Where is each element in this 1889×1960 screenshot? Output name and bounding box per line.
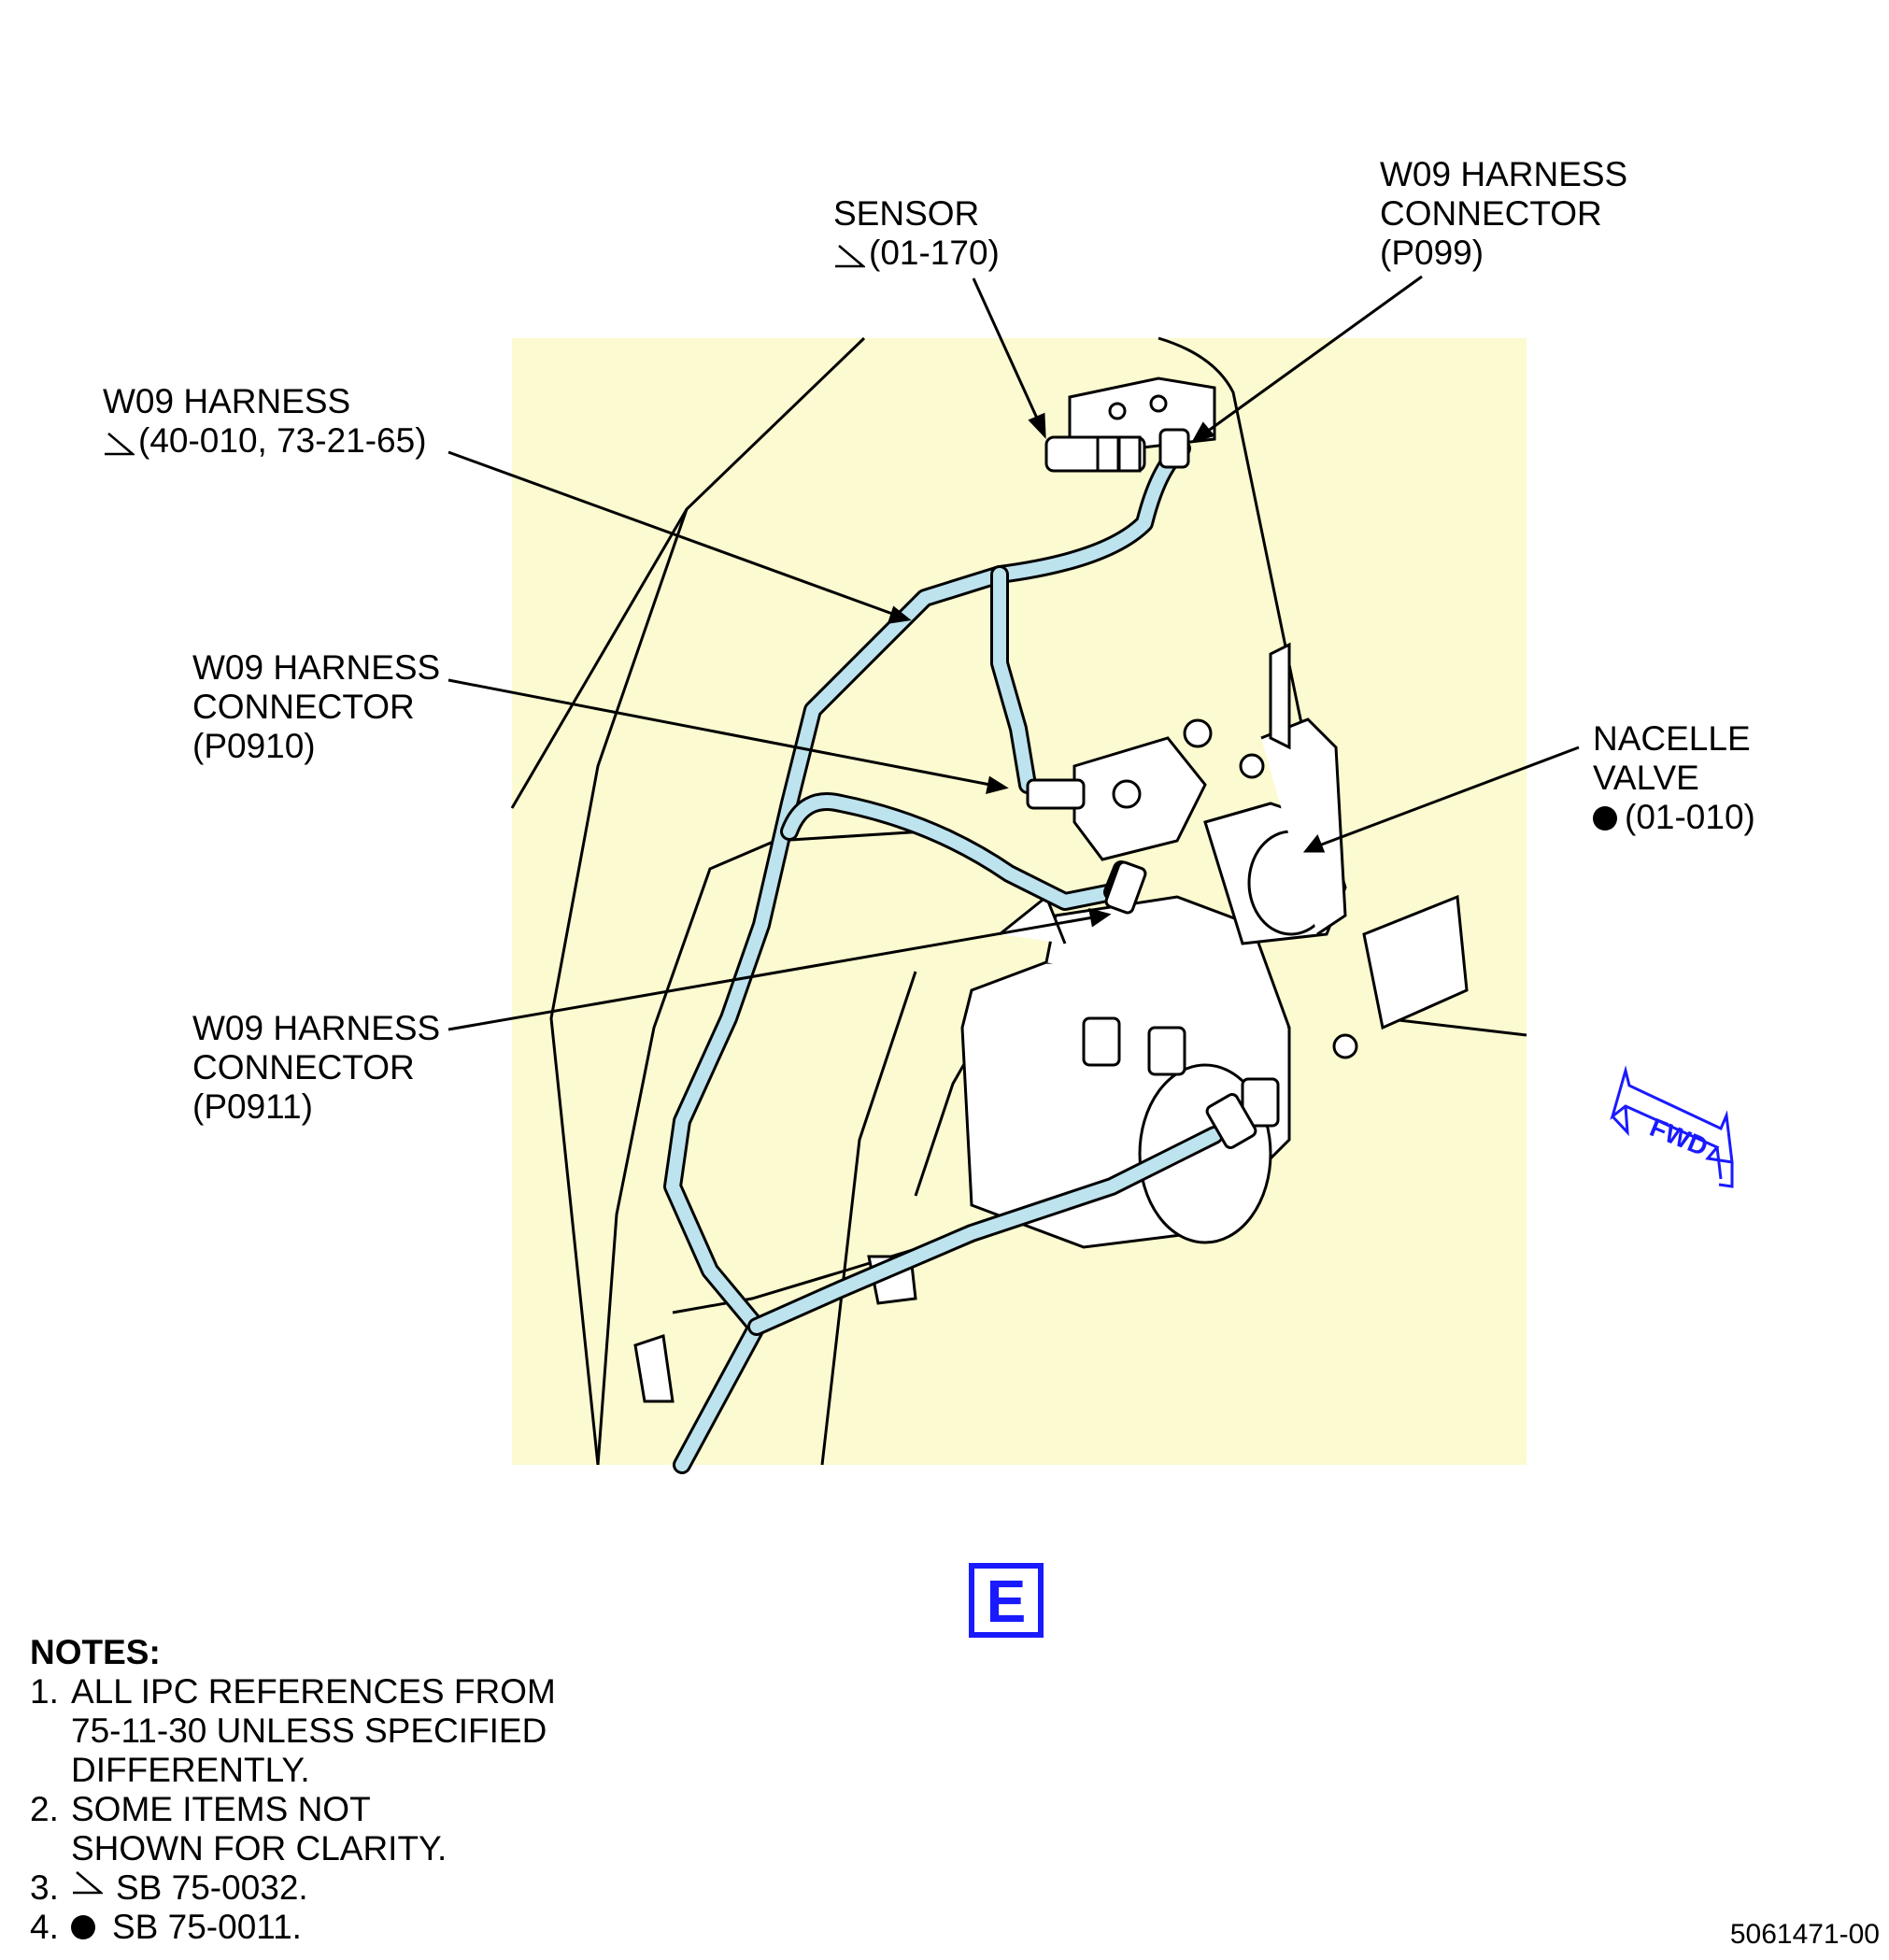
- triangle-marker-icon: [105, 433, 135, 456]
- label-connector-p0910: W09 HARNESS CONNECTOR (P0910): [192, 648, 441, 765]
- triangle-marker-icon: [73, 1871, 103, 1895]
- view-letter-box: E: [969, 1563, 1044, 1638]
- notes-block: NOTES: 1. ALL IPC REFERENCES FROM 75-11-…: [30, 1633, 556, 1947]
- fwd-arrow-icon: [1610, 1065, 1734, 1188]
- valve-assembly: [633, 642, 1469, 1403]
- label-sensor: SENSOR (01-170): [833, 194, 1000, 272]
- harness-connectors: [1026, 428, 1257, 1149]
- dot-marker-icon: [71, 1915, 95, 1939]
- note-item: 2. SOME ITEMS NOT SHOWN FOR CLARITY.: [30, 1790, 447, 1868]
- label-connector-p0911: W09 HARNESS CONNECTOR (P0911): [192, 1009, 441, 1126]
- dot-marker-icon: [1593, 806, 1617, 831]
- leader-lines: [447, 275, 1580, 1031]
- note-item: 4. SB 75-0011.: [30, 1908, 302, 1946]
- label-nacelle-valve: NACELLE VALVE (01-010): [1593, 719, 1755, 836]
- figure-id: 5061471-00: [1729, 1919, 1880, 1950]
- note-item: 3. SB 75-0032.: [30, 1868, 308, 1907]
- label-w09-harness: W09 HARNESS (40-010, 73-21-65): [103, 382, 427, 460]
- triangle-marker-icon: [835, 245, 865, 268]
- w09-harness: [663, 439, 1224, 1474]
- connector-p0911-body: [1104, 860, 1147, 915]
- connector-p0910-body: [1026, 778, 1086, 810]
- note-item: 1. ALL IPC REFERENCES FROM 75-11-30 UNLE…: [30, 1672, 556, 1789]
- notes-heading: NOTES:: [30, 1633, 161, 1671]
- label-connector-p099: W09 HARNESS CONNECTOR (P099): [1380, 155, 1628, 272]
- illustration-panel: [512, 338, 1527, 1465]
